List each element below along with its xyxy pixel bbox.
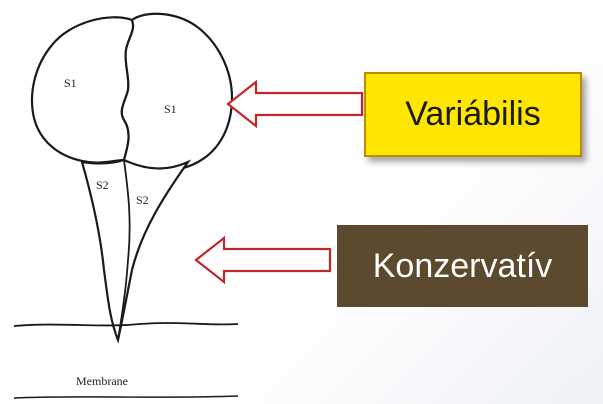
label-s2-right: S2 xyxy=(136,193,149,207)
bottom-line xyxy=(14,396,238,398)
arrow-variable xyxy=(228,82,362,126)
label-s2-left: S2 xyxy=(96,178,109,192)
conserved-region-label: Konzervatív xyxy=(337,225,588,307)
membrane-line xyxy=(14,323,238,326)
variable-region-label: Variábilis xyxy=(364,72,582,157)
label-s1-right: S1 xyxy=(164,102,177,116)
label-s1-left: S1 xyxy=(64,76,77,90)
arrow-conserved xyxy=(196,238,330,282)
s1-left-lobe xyxy=(32,17,133,162)
label-membrane: Membrane xyxy=(76,374,128,388)
s1-right-lobe xyxy=(122,14,232,171)
